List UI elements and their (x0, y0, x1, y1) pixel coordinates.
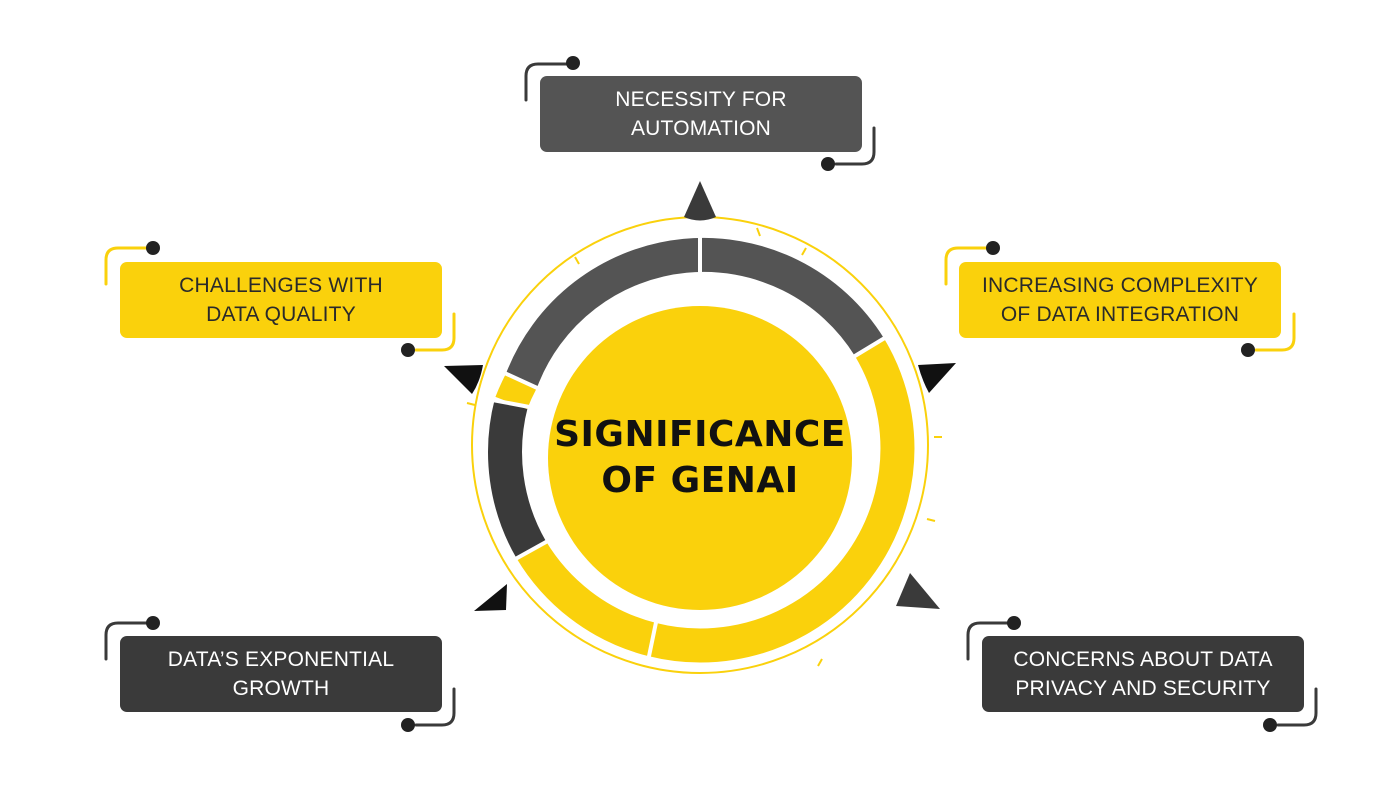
box-growth-line1: DATA’S EXPONENTIAL (167, 648, 395, 671)
arrow-lower-right (896, 573, 940, 609)
pointer-arrows (444, 181, 956, 611)
arrow-top (684, 181, 716, 221)
center-title-line1: SIGNIFICANCE (554, 414, 846, 455)
box-data-quality-line1: CHALLENGES WITH (179, 274, 383, 297)
center-disc (548, 306, 852, 610)
box-exponential-growth: DATA’S EXPONENTIAL GROWTH (120, 636, 442, 712)
arrow-upper-left (444, 365, 483, 394)
box-privacy-and-security: CONCERNS ABOUT DATA PRIVACY AND SECURITY (982, 636, 1304, 712)
decoration-dots (146, 56, 1277, 732)
center-title-line2: OF GENAI (601, 460, 799, 501)
ring-segment-left (488, 398, 546, 558)
arrow-lower-left (474, 584, 507, 611)
ring-tick-marks (466, 227, 942, 667)
box-automation-line2: AUTOMATION (630, 117, 772, 140)
center-title: SIGNIFICANCE OF GENAI (550, 412, 850, 504)
box-challenges-with-data-quality: CHALLENGES WITH DATA QUALITY (120, 262, 442, 338)
box-privacy-line2: PRIVACY AND SECURITY (1015, 677, 1271, 700)
box-integration-line2: OF DATA INTEGRATION (1000, 303, 1240, 326)
box-necessity-for-automation: NECESSITY FOR AUTOMATION (540, 76, 862, 152)
box-increasing-complexity: INCREASING COMPLEXITY OF DATA INTEGRATIO… (959, 262, 1281, 338)
ring-segment-small (495, 373, 537, 410)
box-growth-line2: GROWTH (232, 677, 330, 700)
box-data-quality-line2: DATA QUALITY (206, 303, 356, 326)
arrow-upper-right (918, 363, 956, 393)
ring-segment-right-bottom (516, 338, 915, 663)
box-privacy-line1: CONCERNS ABOUT DATA (1013, 648, 1273, 671)
box-automation-line1: NECESSITY FOR (615, 88, 787, 111)
box-decorations (104, 62, 1318, 727)
ring-segment-top (505, 237, 885, 388)
segmented-ring (486, 232, 915, 663)
box-integration-line1: INCREASING COMPLEXITY (981, 274, 1259, 297)
